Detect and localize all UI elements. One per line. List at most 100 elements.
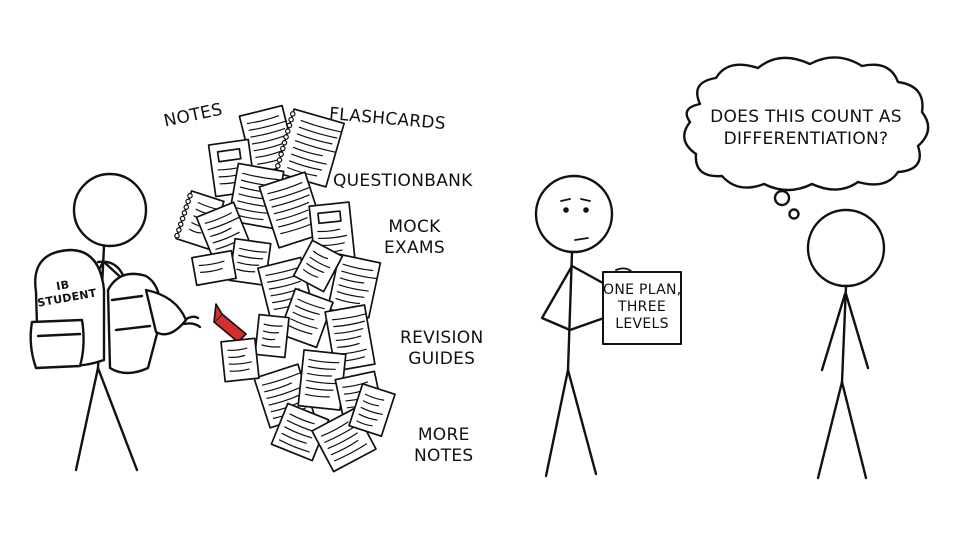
label-revision-guides: REVISION GUIDES <box>400 328 484 370</box>
paper-sheet-line <box>268 280 301 290</box>
thinker-leg-right <box>840 380 868 480</box>
paper-sheet-line <box>294 305 320 315</box>
paper-sheet-line <box>253 143 283 152</box>
paper-sheet-line <box>270 402 299 413</box>
paper-sheet-line <box>296 133 333 145</box>
sign-text: ONE PLAN, THREE LEVELS <box>603 282 681 333</box>
paper-sheet-line <box>264 382 292 393</box>
paper-sheet <box>278 287 334 349</box>
paper-sheet-line <box>261 372 302 386</box>
paper-sheet-line <box>341 270 378 280</box>
open-bag-body <box>106 272 162 375</box>
label-more-line2: NOTES <box>414 446 474 466</box>
paper-sheet-line <box>284 426 313 439</box>
red-highlighter <box>213 303 247 343</box>
thinker-arm-right <box>844 292 870 370</box>
teacher-leg-left <box>544 368 570 478</box>
paper-sheet-line <box>335 335 362 342</box>
paper-sheet-line <box>237 261 260 266</box>
paper-sheet-spiral <box>283 134 289 140</box>
paper-sheet-line <box>263 323 283 327</box>
label-more-line1: MORE <box>417 425 470 445</box>
paper-sheet-line <box>335 297 361 305</box>
paper-sheet-line <box>227 347 248 351</box>
teacher-eye-right <box>583 207 589 213</box>
thinker-head <box>806 208 886 288</box>
paper-sheet-line <box>356 420 373 427</box>
teacher-mouth <box>574 237 589 241</box>
paper-sheet <box>292 239 344 293</box>
paper-sheet-spiral <box>286 122 293 129</box>
teacher-eyebrow <box>560 198 591 202</box>
thought-cloud-outline <box>683 56 930 192</box>
paper-sheet-edge <box>220 337 260 383</box>
paper-sheet-line <box>228 361 252 365</box>
paper-sheet-spiral <box>288 116 294 123</box>
paper-sheet-line <box>204 212 232 224</box>
thought-line2: DIFFERENTIATION? <box>723 129 889 149</box>
paper-sheet-line <box>287 324 313 335</box>
paper-sheet-line <box>304 393 330 398</box>
paper-sheet-edge <box>254 313 290 359</box>
open-bag <box>106 272 188 375</box>
paper-sheet-box <box>216 147 242 163</box>
thought-bubble-large <box>773 189 791 207</box>
paper-sheet-spiral <box>284 128 291 135</box>
teacher-leg-right <box>566 368 598 476</box>
paper-sheet <box>220 337 260 383</box>
paper-sheet-spiral <box>179 215 186 222</box>
thought-line1: DOES THIS COUNT AS <box>710 107 902 127</box>
paper-sheet-line <box>327 432 358 450</box>
paper-sheet-spiral <box>275 163 281 169</box>
teacher-eye-left <box>563 207 569 213</box>
paper-sheet-line <box>336 291 365 298</box>
paper-sheet <box>297 349 347 411</box>
paper-sheet-line <box>251 135 285 145</box>
paper-sheet <box>275 108 345 188</box>
sign-line2: THREE <box>618 299 666 315</box>
thinker-leg-left <box>816 380 844 480</box>
thought-cloud <box>683 56 930 220</box>
student-leg-right <box>96 366 139 472</box>
teacher-head <box>534 174 614 254</box>
paper-sheet-line <box>309 256 331 269</box>
paper-sheet-line <box>189 228 202 234</box>
paper-sheet-line <box>261 344 281 348</box>
paper-sheet-line <box>239 247 268 253</box>
sign-board <box>602 271 682 345</box>
paper-sheet <box>270 402 330 462</box>
paper-sheet-line <box>290 153 327 165</box>
paper-sheet-line <box>268 394 300 406</box>
paper-sheet-spiral <box>187 192 193 199</box>
paper-sheet-edge <box>258 171 326 249</box>
paper-sheet-line <box>229 368 250 372</box>
student-leg-left <box>74 366 100 472</box>
paper-sheet-line <box>199 267 223 274</box>
paper-sheet-line <box>271 194 310 208</box>
paper-sheet-line <box>210 227 232 237</box>
label-questionbank: QUESTIONBANK <box>333 171 473 191</box>
backpack-pocket-flap <box>36 332 82 338</box>
paper-sheet-line <box>306 262 325 274</box>
paper-sheet-line <box>236 207 268 214</box>
paper-sheet-line <box>307 365 336 370</box>
paper-sheet-line <box>292 146 323 157</box>
label-more-notes: MORE NOTES <box>414 425 474 467</box>
paper-sheet-edge <box>191 249 237 287</box>
paper-sheet-spiral <box>289 111 296 117</box>
open-bag-flap <box>144 288 188 336</box>
paper-sheet-line <box>338 284 369 292</box>
paper-sheet <box>191 249 237 287</box>
paper-sheet-line <box>281 432 307 444</box>
paper-sheet-line <box>289 413 315 425</box>
paper-sheet-spiral <box>280 145 286 152</box>
paper-sheet-line <box>308 358 340 364</box>
thinker-arm-left <box>820 292 847 372</box>
paper-sheet-line <box>360 406 383 415</box>
paper-sheet-line <box>262 330 279 334</box>
paper-sheet-line <box>358 413 378 421</box>
paper-sheet-spiral <box>183 204 190 210</box>
paper-sheet-line <box>330 439 359 456</box>
paper-sheet-line <box>267 181 303 195</box>
